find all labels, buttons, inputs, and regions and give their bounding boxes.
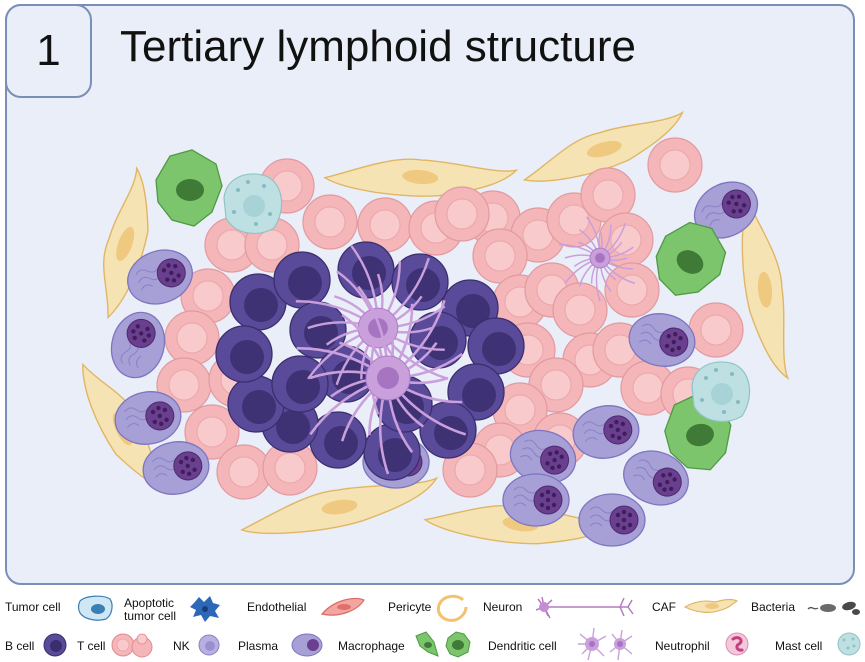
neuron-icon [535, 596, 634, 619]
caf-icon [683, 598, 739, 613]
legend-neutrophil-label: Neutrophil [655, 639, 710, 653]
t-cell [598, 212, 654, 268]
caf [522, 110, 685, 182]
nk-icon [198, 634, 220, 656]
mast-cell-icon [837, 632, 861, 656]
panel-title: Tertiary lymphoid structure [120, 22, 636, 71]
t-cell [472, 228, 528, 284]
legend-pericyte-label: Pericyte [388, 600, 432, 614]
macrophage [655, 221, 727, 296]
bacteria-icon [807, 601, 860, 615]
t-cell [552, 282, 608, 338]
legend-macrophage-label: Macrophage [338, 639, 405, 653]
apoptotic-tumor-cell-icon [190, 596, 220, 622]
b-cell [289, 301, 347, 359]
t-cell [302, 194, 358, 250]
t-cell [262, 440, 318, 496]
t-cell [164, 310, 220, 366]
caf [741, 199, 790, 380]
b-cell [317, 345, 375, 403]
b-cell [309, 411, 367, 469]
legend-caf-label: CAF [652, 600, 676, 614]
t-cell [580, 167, 636, 223]
plasma-cell [110, 311, 166, 379]
plasma-cell [572, 405, 640, 459]
mast-cell [223, 173, 283, 235]
plasma-cell [693, 181, 759, 239]
t-cell-icon [111, 633, 153, 658]
panel-number: 1 [36, 26, 61, 75]
legend-neuron-label: Neuron [483, 600, 523, 614]
caf [239, 476, 439, 535]
legend-apoptotic-tumor-cell-label: Apoptotic tumor cell [124, 596, 177, 623]
legend-dendritic-cell-label: Dendritic cell [488, 639, 557, 653]
legend-tumor-cell-label: Tumor cell [5, 600, 61, 614]
plasma-icon [291, 633, 323, 657]
b-cell-icon [43, 633, 67, 657]
legend-bacteria-label: Bacteria [751, 600, 796, 614]
panel-number-box [5, 4, 92, 98]
legend-mast-cell-label: Mast cell [775, 639, 823, 653]
t-cell [688, 302, 744, 358]
macrophage [155, 149, 223, 227]
t-cell [434, 186, 490, 242]
b-cell [273, 251, 331, 309]
plasma-cell [127, 249, 193, 305]
t-cell [184, 404, 240, 460]
caf [323, 158, 519, 197]
macrophage-icon [415, 631, 471, 658]
legend-b-cell-label: B cell [5, 639, 35, 653]
b-cell [363, 423, 421, 481]
dendritic-cell-small [558, 216, 636, 302]
t-cell [357, 197, 413, 253]
dendritic-cell-icon [578, 627, 633, 661]
b-cell [215, 325, 273, 383]
pericyte-icon [436, 594, 468, 622]
plasma-cell [114, 391, 182, 445]
legend-plasma-label: Plasma [238, 639, 279, 653]
plasma-cell [509, 429, 577, 485]
neutrophil-icon [725, 632, 749, 656]
tumor-cell-icon [77, 595, 113, 621]
endothelial-icon [320, 597, 365, 616]
legend-t-cell-label: T cell [77, 639, 106, 653]
plasma-cell [628, 313, 696, 367]
legend-nk-label: NK [173, 639, 190, 653]
t-cell [647, 137, 703, 193]
mast-cell [691, 361, 751, 423]
plasma-cell [142, 441, 210, 495]
dendritic-cell-lower [296, 285, 467, 475]
legend-endothelial-label: Endothelial [247, 600, 307, 614]
b-cell [227, 375, 285, 433]
plasma-cell [578, 493, 646, 547]
plasma-cell [623, 450, 689, 506]
plasma-cell [502, 473, 570, 527]
b-cell [229, 273, 287, 331]
